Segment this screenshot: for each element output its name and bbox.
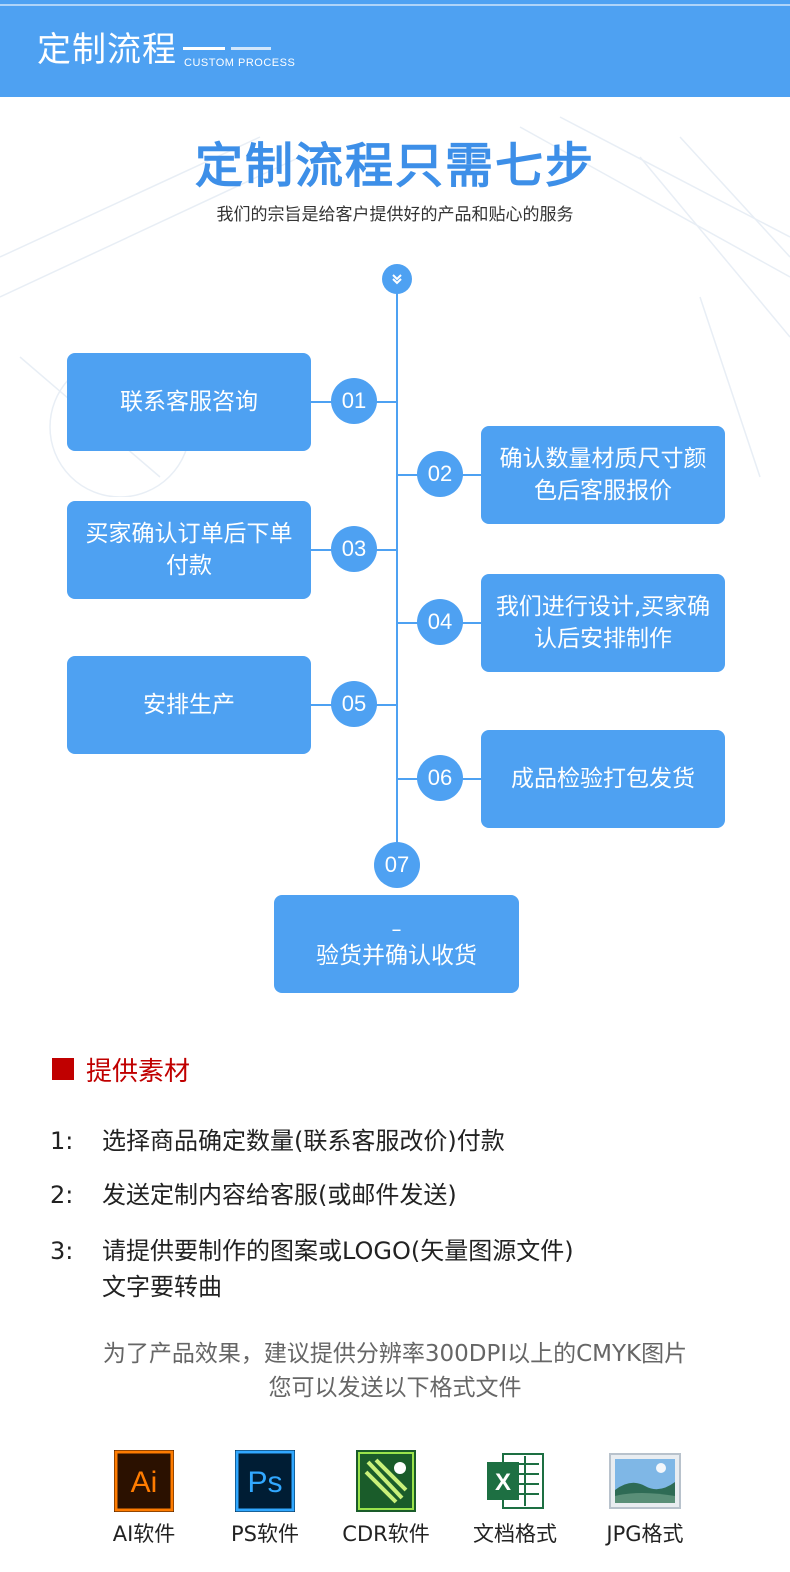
format-ai: Ai AI软件 [89, 1450, 199, 1548]
item-text: 请提供要制作的图案或LOGO(矢量图源文件) [102, 1237, 574, 1265]
icon-glyph: Ps [247, 1466, 282, 1499]
materials-item-1: 1: 选择商品确定数量(联系客服改价)付款 [50, 1123, 505, 1159]
format-label: PS软件 [231, 1522, 299, 1546]
item-number: 3: [50, 1237, 74, 1265]
step-number-05: 05 [331, 681, 377, 727]
item-number: 1: [50, 1127, 74, 1155]
materials-note-line-1: 为了产品效果，建议提供分辨率300DPI以上的CMYK图片 [102, 1341, 688, 1367]
photoshop-icon: Ps [235, 1450, 295, 1512]
header-title: 定制流程 [37, 30, 177, 70]
item-text-continued: 文字要转曲 [102, 1273, 222, 1301]
step-box-03: 买家确认订单后下单付款 [67, 501, 311, 599]
red-square-icon [52, 1058, 74, 1080]
header-decor-bar [183, 47, 225, 50]
hero-subtitle: 我们的宗旨是给客户提供好的产品和贴心的服务 [216, 205, 574, 225]
format-label: CDR软件 [342, 1522, 430, 1546]
timeline-start-dot [382, 264, 412, 294]
header-top-rule [0, 4, 790, 6]
step-box-06: 成品检验打包发货 [481, 730, 725, 828]
materials-heading: 提供素材 [52, 1053, 191, 1087]
step-dash: – [391, 917, 402, 941]
step-number-04: 04 [417, 599, 463, 645]
format-jpg: JPG格式 [590, 1450, 700, 1548]
step-text: 成品检验打包发货 [511, 766, 695, 792]
step-text: 买家确认订单后下单付款 [85, 521, 293, 579]
item-text: 选择商品确定数量(联系客服改价)付款 [102, 1127, 505, 1155]
step-box-07: – 验货并确认收货 [274, 895, 519, 993]
header-banner: 定制流程 CUSTOM PROCESS [0, 0, 790, 97]
format-label: 文档格式 [473, 1522, 557, 1546]
item-text: 发送定制内容给客服(或邮件发送) [102, 1181, 457, 1209]
excel-icon: X [485, 1450, 545, 1512]
item-number: 2: [50, 1181, 74, 1209]
step-number-07: 07 [374, 842, 420, 888]
timeline-line [396, 290, 398, 846]
format-doc: X 文档格式 [460, 1450, 570, 1548]
step-number-01: 01 [331, 378, 377, 424]
chevron-down-icon [392, 274, 402, 285]
coreldraw-icon [356, 1450, 416, 1512]
format-ps: Ps PS软件 [210, 1450, 320, 1548]
illustrator-icon: Ai [114, 1450, 174, 1512]
step-text: 联系客服咨询 [120, 389, 258, 415]
materials-item-2: 2: 发送定制内容给客服(或邮件发送) [50, 1177, 457, 1213]
materials-title: 提供素材 [86, 1056, 191, 1087]
image-file-icon [609, 1450, 681, 1512]
step-number-03: 03 [331, 526, 377, 572]
step-text: 确认数量材质尺寸颜色后客服报价 [499, 446, 707, 504]
icon-glyph: Ai [131, 1466, 158, 1499]
step-number-02: 02 [417, 451, 463, 497]
step-text: 验货并确认收货 [316, 943, 477, 969]
step-box-01: 联系客服咨询 [67, 353, 311, 451]
step-box-02: 确认数量材质尺寸颜色后客服报价 [481, 426, 725, 524]
header-decor-bar [231, 47, 271, 50]
materials-note-line-2: 您可以发送以下格式文件 [268, 1375, 522, 1401]
step-text: 安排生产 [143, 692, 235, 718]
hero-title: 定制流程只需七步 [194, 138, 595, 194]
format-cdr: CDR软件 [331, 1450, 441, 1548]
format-label: AI软件 [112, 1522, 176, 1546]
step-text: 我们进行设计,买家确认后安排制作 [495, 594, 711, 652]
materials-item-3: 3: 请提供要制作的图案或LOGO(矢量图源文件) 文字要转曲 [50, 1233, 574, 1305]
step-box-05: 安排生产 [67, 656, 311, 754]
step-number-06: 06 [417, 755, 463, 801]
icon-glyph: X [495, 1469, 511, 1496]
step-box-04: 我们进行设计,买家确认后安排制作 [481, 574, 725, 672]
format-label: JPG格式 [606, 1522, 684, 1546]
header-subtitle: CUSTOM PROCESS [184, 57, 296, 69]
